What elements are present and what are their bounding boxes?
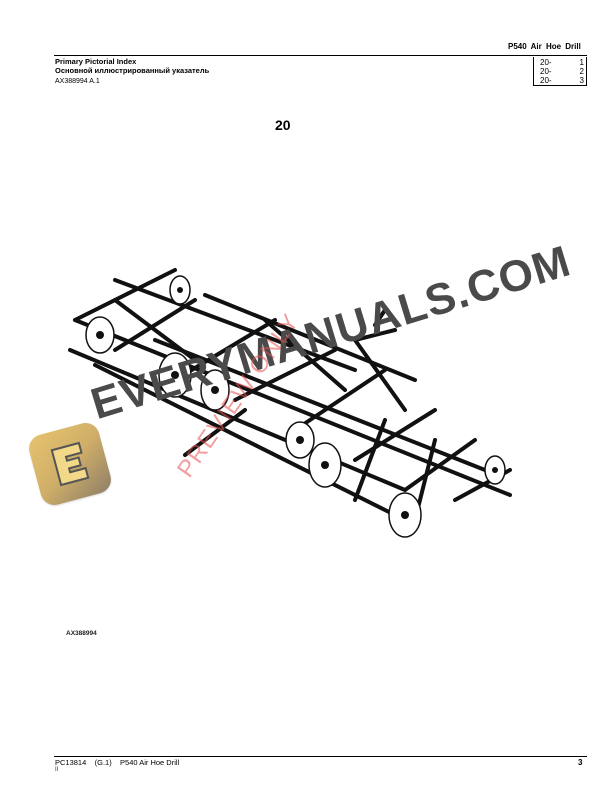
group-number: 20 <box>275 117 291 133</box>
manual-title: P540 Air Hoe Drill <box>508 42 581 51</box>
page-number: 3 <box>578 758 583 767</box>
header-rule <box>54 55 587 57</box>
index-entry[interactable]: 20- 2 <box>540 67 584 76</box>
air-hoe-drill-frame-icon <box>68 268 512 538</box>
page-index-box: 20- 1 20- 2 20- 3 <box>533 57 587 86</box>
index-entry[interactable]: 20- 3 <box>540 76 584 86</box>
section-title-ru: Основной иллюстрированный указатель <box>55 66 210 75</box>
footer-rule <box>54 756 587 758</box>
footer-sub: II <box>55 767 59 773</box>
section-title-en: Primary Pictorial Index <box>55 57 137 66</box>
index-entry[interactable]: 20- 1 <box>540 58 584 67</box>
section-reference: AX388994 A.1 <box>55 78 100 85</box>
footer-doc-info: PC13814 (G.1) P540 Air Hoe Drill <box>55 758 180 767</box>
everymanuals-logo-icon <box>25 419 115 509</box>
figure-label: AX388994 <box>66 630 97 637</box>
